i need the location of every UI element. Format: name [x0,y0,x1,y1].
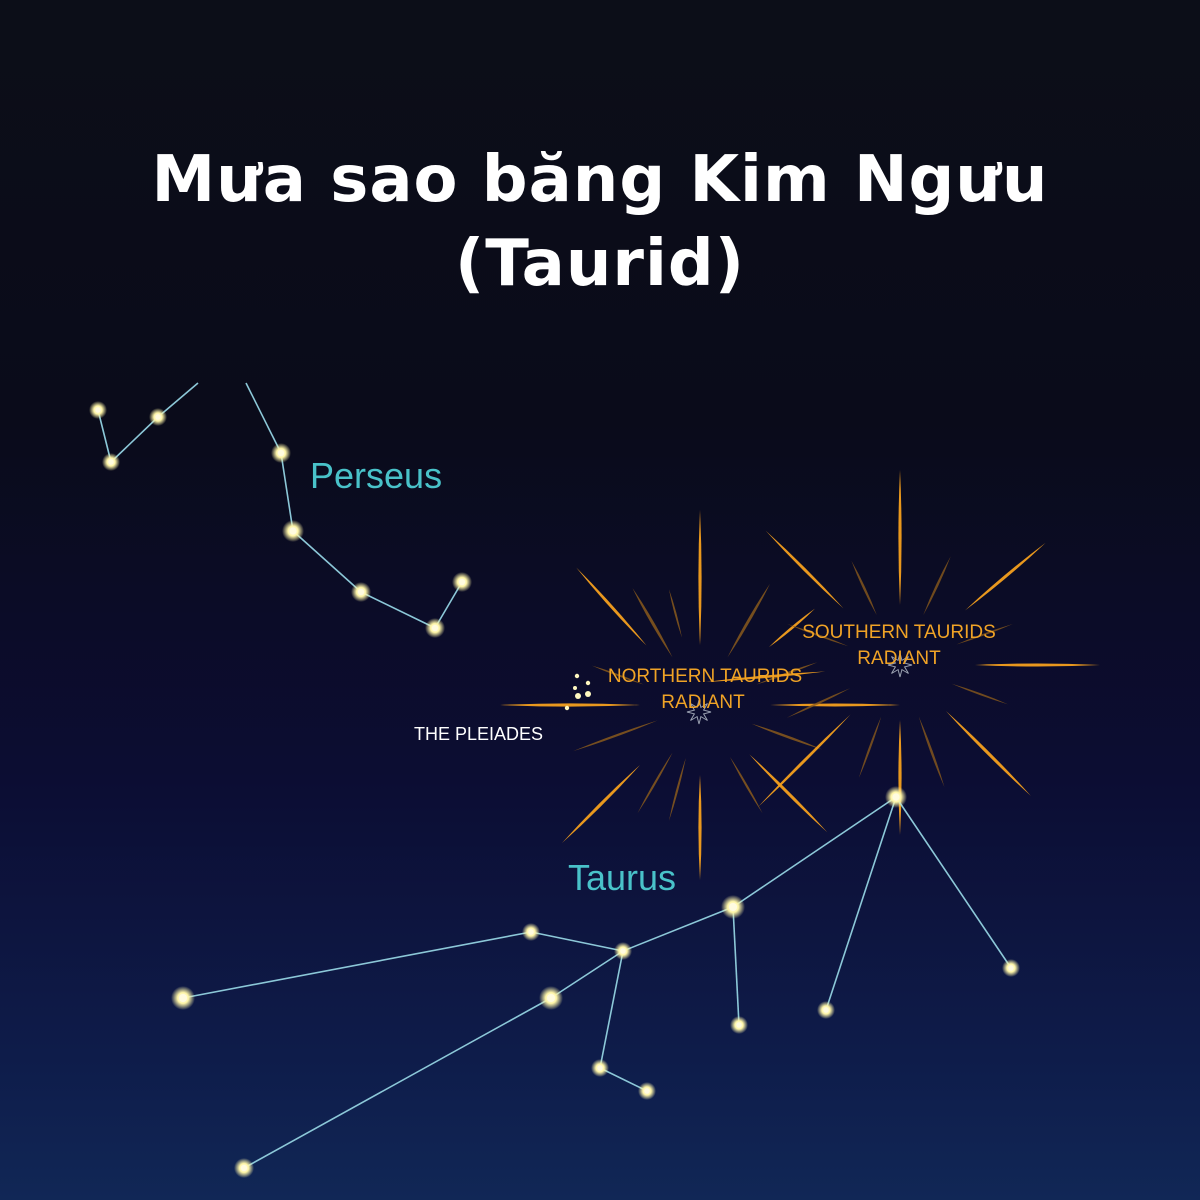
meteor-streak [770,703,900,707]
pleiades-label: THE PLEIADES [414,724,543,744]
title: Mưa sao băng Kim Ngưu (Taurid) [0,138,1200,306]
meteor-streak [730,756,763,814]
meteor-streak [756,662,818,685]
meteor-streak [898,470,902,605]
radiant-markers [686,652,913,725]
perseus-line [245,382,282,454]
pleiades-star [585,680,591,686]
star-core [644,1088,650,1094]
stars [89,401,1020,1178]
meteor-streak [898,720,902,835]
pleiades-star [564,705,570,711]
perseus-line [360,591,436,629]
star-core [108,459,114,465]
taurus-line [732,796,897,908]
meteor-streak [668,589,682,638]
meteor-streak [698,775,702,880]
star-core [95,407,101,413]
star-core [528,929,534,935]
northern-radiant-label-line-2: RADIANT [661,692,745,713]
taurus-line [182,931,532,999]
star-core [277,449,285,457]
taurus-line [622,906,734,952]
meteor-streak [632,588,673,658]
taurus-line [243,997,552,1169]
taurus-line [732,906,740,1026]
meteor-streak [758,714,851,807]
meteor-streak [923,556,951,616]
pleiades-star [574,673,580,679]
pleiades-star [573,686,577,690]
meteor-streak [576,567,647,646]
taurus-label: Taurus [568,857,676,898]
perseus-line [280,452,294,532]
southern-radiant-marker-icon [887,652,913,678]
title-line-2: (Taurid) [455,227,745,301]
star-core [546,993,556,1003]
star-core [728,902,738,912]
pleiades-star [575,693,581,699]
southern-radiant-label-line-2: RADIANT [857,648,941,669]
meteor-streak [765,530,844,609]
star-core [240,1164,248,1172]
meteor-streak [637,752,673,814]
perseus-line [110,416,159,463]
meteor-streak [751,723,823,750]
meteor-streak [851,560,877,616]
meteor-streak [975,663,1100,667]
meteor-streak [698,510,702,645]
star-core [357,588,365,596]
northern-radiant-marker-icon [686,699,712,725]
star-core [620,948,626,954]
meteor-streak [951,683,1009,705]
meteor-streaks [500,470,1100,880]
southern-radiant-label-line-1: SOUTHERN TAURIDS [802,622,996,643]
meteor-streak [858,716,882,778]
meteor-streak [787,623,849,647]
northern-radiant-label-line-1: NORTHERN TAURIDS [608,666,802,687]
meteor-streak [768,608,815,648]
meteor-streak [749,754,828,833]
star-core [458,578,466,586]
star-core [597,1065,603,1071]
constellation-lines [97,382,1012,1169]
perseus-label: Perseus [310,455,442,496]
meteor-streak [965,542,1046,611]
taurus-line [599,950,624,1069]
star-core [736,1022,742,1028]
star-core [1008,965,1014,971]
meteor-streak [591,665,644,685]
taurus-line [550,950,624,999]
star-core [178,993,188,1003]
meteor-streak [705,671,826,682]
meteor-streak [500,703,640,707]
meteor-streak [562,765,640,843]
star-core [892,793,900,801]
meteor-streak [727,583,770,658]
star-core [289,527,297,535]
star-core [155,414,161,420]
meteor-streak [918,716,945,788]
star-core [431,624,439,632]
taurus-line [895,796,1012,969]
pleiades-star [585,691,591,697]
meteor-streak [668,758,686,821]
title-line-1: Mưa sao băng Kim Ngưu [151,143,1049,217]
star-core [823,1007,829,1013]
taurus-line [825,796,897,1011]
meteor-streak [786,688,851,718]
taurus-line [530,931,624,952]
meteor-streak [945,710,1031,796]
meteor-streak [573,720,658,752]
perseus-line [292,530,362,593]
meteor-streak [956,623,1013,645]
